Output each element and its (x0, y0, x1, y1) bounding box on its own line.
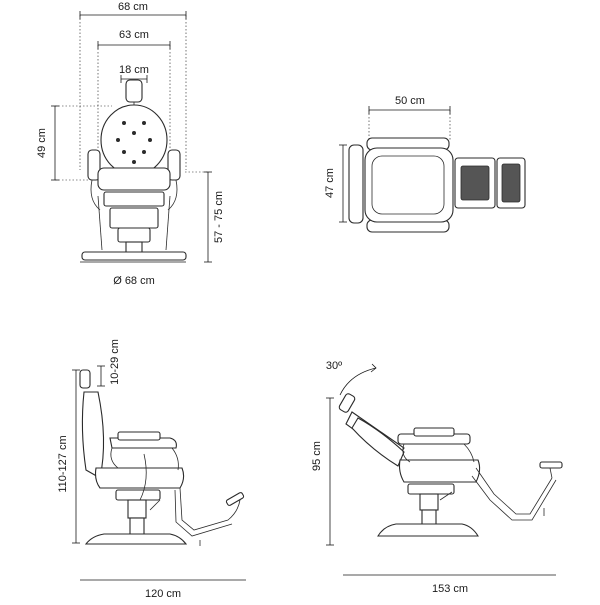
front-width-headrest-label: 18 cm (119, 64, 149, 76)
front-backrest-height-dimension: 49 cm (36, 105, 112, 181)
front-base-diameter-label: Ø 68 cm (113, 275, 155, 287)
front-seat-height-label: 57 - 75 cm (213, 191, 225, 243)
front-base-diameter-dimension: Ø 68 cm (80, 261, 186, 287)
front-backrest-height-label: 49 cm (36, 128, 48, 158)
reclined-height-dimension: 95 cm (311, 397, 334, 546)
front-width-seat-label: 63 cm (119, 29, 149, 41)
side-length-label: 120 cm (145, 588, 181, 600)
reclined-view: 30º 95 cm 153 cm (311, 360, 563, 595)
top-seat-width-dimension: 50 cm (368, 95, 451, 140)
top-seat-width-label: 50 cm (395, 95, 425, 107)
top-seat-depth-label: 47 cm (324, 168, 336, 198)
front-width-headrest-dimension: 18 cm (119, 64, 149, 83)
top-seat-depth-dimension: 47 cm (324, 144, 347, 223)
reclined-length-label: 153 cm (432, 583, 468, 595)
front-width-overall-dimension: 68 cm (79, 1, 187, 170)
reclined-height-label: 95 cm (311, 441, 323, 471)
side-length-dimension: 120 cm (80, 579, 246, 600)
tufted-buttons (116, 121, 152, 164)
reclined-angle-label: 30º (326, 360, 342, 372)
front-chair-drawing (81, 79, 187, 261)
reclined-chair-drawing (338, 393, 563, 537)
top-view: 50 cm 47 cm (324, 95, 526, 233)
side-total-height-label: 110-127 cm (57, 435, 69, 492)
top-chair-drawing (348, 137, 526, 233)
reclined-length-dimension: 153 cm (343, 574, 556, 595)
front-width-overall-label: 68 cm (118, 1, 148, 13)
side-headrest-adjust-label: 10-29 cm (109, 339, 121, 385)
side-chair-drawing (79, 369, 245, 546)
front-width-seat-dimension: 63 cm (97, 29, 171, 150)
side-total-height-dimension: 110-127 cm (57, 369, 80, 544)
side-view: 10-29 cm 110-127 cm 120 cm (57, 339, 246, 600)
side-headrest-adjust-dimension: 10-29 cm (97, 339, 121, 387)
front-view: 68 cm 63 cm 18 cm 49 cm (36, 1, 225, 287)
front-seat-height-dimension: 57 - 75 cm (185, 171, 225, 263)
reclined-angle-dimension: 30º (326, 360, 377, 396)
